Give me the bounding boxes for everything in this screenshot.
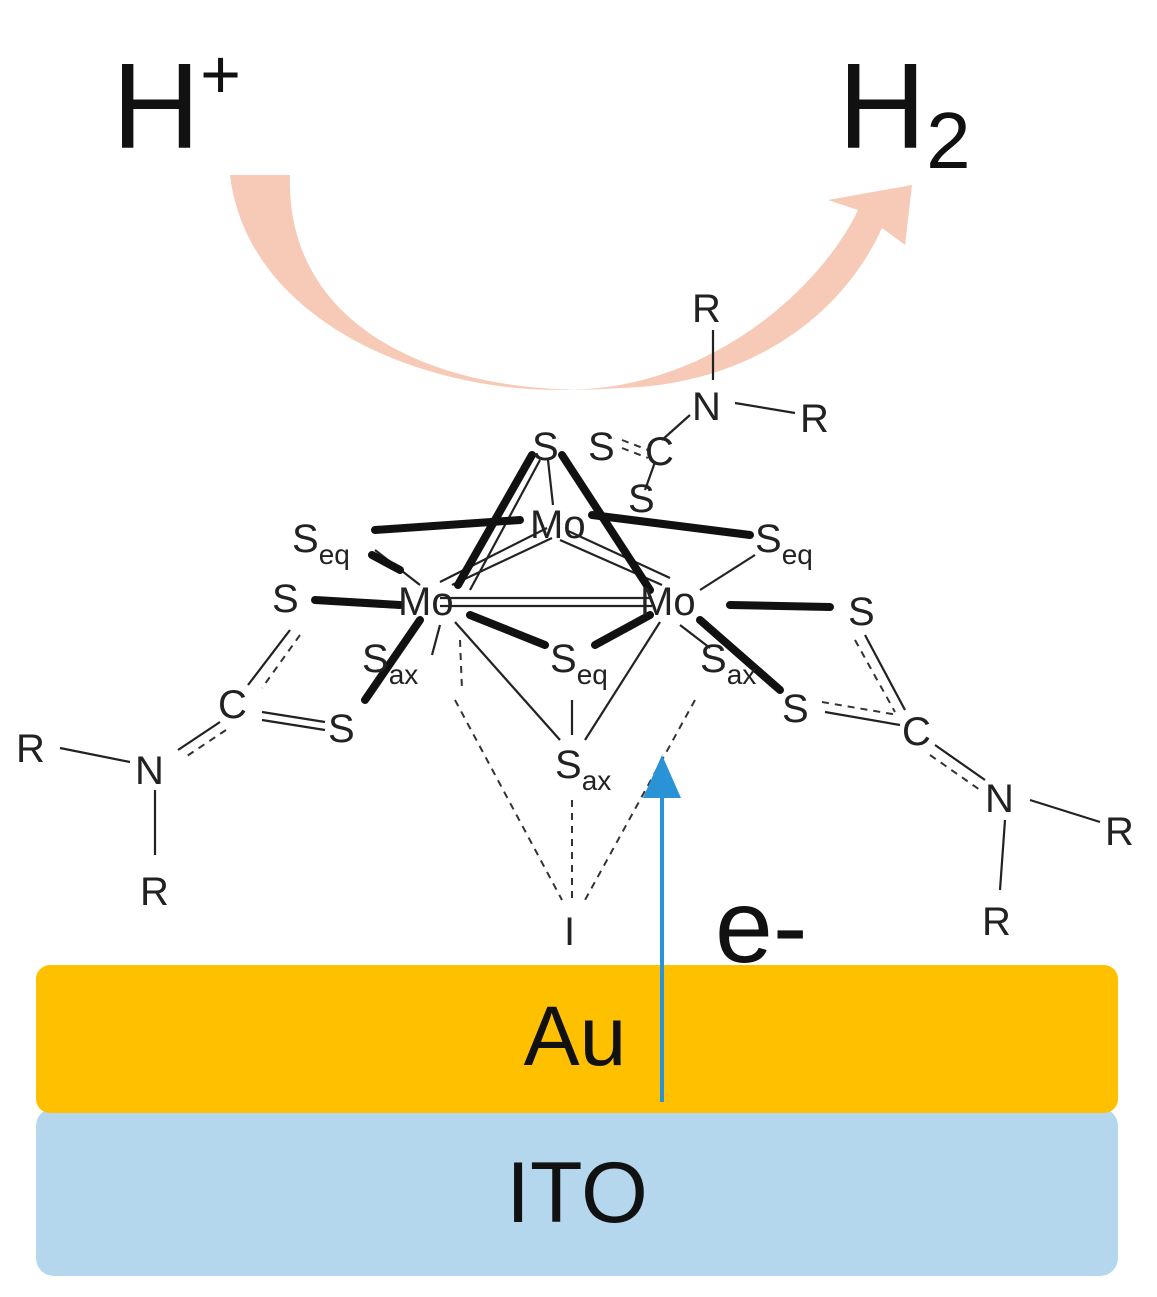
au-label: Au [524, 989, 627, 1083]
s-ax-bottom: Sax [555, 743, 611, 796]
reactant-label: H+ [112, 35, 241, 174]
r-atom-top-up: R [692, 287, 721, 331]
c-atom-top: C [645, 430, 674, 474]
s-ax-right: Sax [700, 637, 756, 690]
s-atom-top: S [532, 425, 559, 469]
mo-atom-right: Mo [640, 580, 696, 624]
molecule-atoms: Mo Mo Mo S S C S N R R Seq Seq Seq Sax S… [16, 287, 1134, 954]
s-atom-top-lower: S [628, 477, 655, 521]
i-atom: I [564, 910, 575, 954]
reaction-arc-arrow [230, 175, 912, 390]
r-atom-left-down: R [140, 870, 169, 914]
r-atom-top-right: R [800, 397, 829, 441]
electron-label: e- [715, 869, 807, 985]
n-atom-left: N [135, 749, 164, 793]
reactant-charge: + [200, 35, 241, 113]
mo-atom-left: Mo [398, 580, 454, 624]
product-subscript: 2 [926, 96, 971, 185]
au-layer [36, 965, 1118, 1113]
s-eq-left: Seq [292, 517, 350, 570]
s-atom-left-upper: S [272, 577, 299, 621]
s-ax-left: Sax [362, 637, 418, 690]
electron-arrow-head [643, 755, 681, 798]
mo-atom-top: Mo [530, 503, 586, 547]
product-label: H2 [838, 38, 971, 185]
s-atom-left-lower: S [328, 707, 355, 751]
molecule-bonds [59, 330, 1101, 901]
r-atom-left: R [16, 727, 45, 771]
ito-layer [36, 1108, 1118, 1276]
c-atom-left: C [218, 683, 247, 727]
s-atom-right-upper: S [848, 590, 875, 634]
s-eq-right: Seq [755, 517, 813, 570]
s-atom-right-lower: S [782, 687, 809, 731]
ito-label: ITO [506, 1145, 648, 1241]
c-atom-right: C [902, 710, 931, 754]
s-atom-top-ligand: S [588, 425, 615, 469]
r-atom-right: R [1105, 810, 1134, 854]
n-atom-top: N [692, 385, 721, 429]
r-atom-right-down: R [982, 900, 1011, 944]
n-atom-right: N [985, 777, 1014, 821]
s-eq-center: Seq [550, 637, 608, 690]
